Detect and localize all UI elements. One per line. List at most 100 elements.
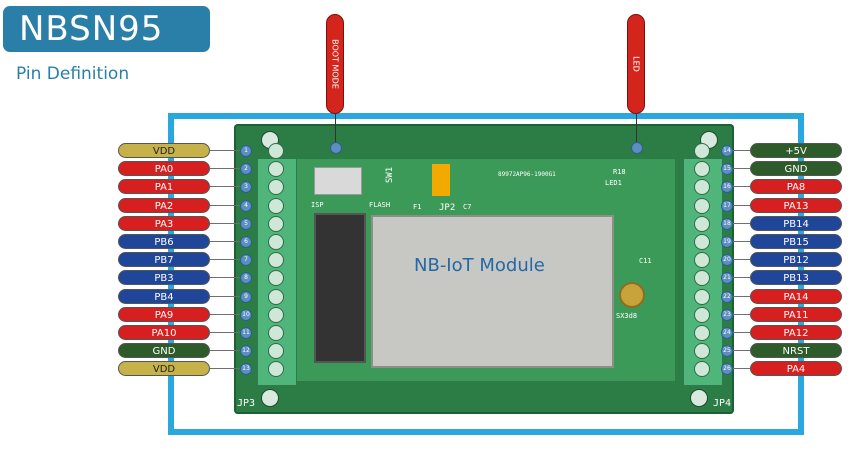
pin-label: PA9 (118, 306, 210, 322)
pin-number: 6 (240, 236, 252, 248)
pin-leader (727, 222, 750, 224)
silk-isp: ISP (311, 201, 324, 209)
pin-label: PB7 (118, 252, 210, 268)
terminal-screw (268, 143, 284, 159)
pin-leader (727, 204, 750, 206)
pin-leader (727, 186, 750, 188)
pin-leader (727, 332, 750, 333)
pin-leader (210, 368, 240, 370)
pin-label: +5V (750, 143, 842, 158)
terminal-screw (268, 288, 284, 305)
terminal-screw (268, 252, 284, 269)
terminal-screw (268, 161, 284, 178)
pin-label: VDD (118, 361, 210, 377)
pin-label: PA13 (750, 197, 842, 213)
sim-slot (314, 213, 366, 363)
callout-led-tag: LED (627, 14, 645, 114)
pin-number: 8 (240, 272, 252, 285)
pin-number: 7 (240, 254, 252, 267)
silk-jp2: JP2 (439, 203, 456, 213)
module-label: NB-IoT Module (414, 255, 545, 276)
pin-label: PA2 (118, 197, 210, 213)
pin-label: PA11 (750, 306, 842, 322)
pin-label: PB4 (118, 288, 210, 304)
silk-c11: C11 (639, 257, 652, 265)
pin-number: 3 (240, 181, 252, 194)
pin-label: PA3 (118, 215, 210, 231)
pin-number: 23 (721, 308, 733, 321)
mount-hole-bottom-left (261, 389, 279, 407)
pin-leader (727, 259, 750, 261)
pin-number: 5 (240, 217, 252, 230)
terminal-screw (268, 197, 284, 214)
title-badge: NBSN95 (3, 6, 210, 52)
pin-label: PA14 (750, 288, 842, 304)
callout-boot-label: BOOT MODE (330, 39, 340, 89)
pin-leader (727, 277, 750, 279)
pin-label: PB13 (750, 270, 842, 286)
pin-label: PB3 (118, 270, 210, 286)
silk-led1: LED1 (605, 179, 622, 187)
callout-led-label: LED (631, 56, 641, 72)
pin-label: PA12 (750, 325, 842, 340)
pin-label: PB6 (118, 234, 210, 249)
page-subtitle: Pin Definition (16, 64, 130, 84)
callout-boot-dot (330, 142, 342, 154)
callout-led-dot (631, 142, 643, 154)
page-title: NBSN95 (19, 9, 164, 49)
silk-sx3d: SX3d8 (616, 312, 638, 320)
pin-label: NRST (750, 343, 842, 359)
pin-number: 15 (721, 163, 733, 176)
pin-leader (210, 150, 240, 151)
pin-label: PA4 (750, 361, 842, 377)
terminal-screw (268, 234, 284, 250)
pin-number: 22 (721, 290, 733, 303)
terminal-screw (694, 143, 710, 159)
pin-leader (727, 295, 750, 297)
mount-hole-bottom-right (690, 389, 708, 407)
pin-leader (210, 332, 240, 333)
pin-leader (727, 150, 750, 151)
terminal-screw (694, 325, 710, 341)
pin-label: PB14 (750, 215, 842, 231)
pin-label: GND (118, 343, 210, 359)
boot-switch (314, 167, 362, 195)
pin-number: 12 (240, 345, 252, 358)
callout-led-stem (636, 114, 637, 146)
pin-leader (210, 313, 240, 315)
pin-leader (727, 313, 750, 315)
callout-boot-stem (335, 114, 336, 146)
pin-leader (210, 168, 240, 170)
pin-number: 13 (240, 363, 252, 376)
terminal-screw (268, 325, 284, 341)
terminal-screw (694, 343, 710, 360)
pin-number: 20 (721, 254, 733, 267)
terminal-screw (268, 343, 284, 360)
terminal-screw (694, 361, 710, 378)
pin-number: 2 (240, 163, 252, 176)
pin-leader (210, 204, 240, 206)
callout-boot-tag: BOOT MODE (326, 14, 344, 114)
pin-number: 25 (721, 345, 733, 358)
terminal-screw (694, 270, 710, 287)
pin-leader (727, 241, 750, 242)
terminal-screw (268, 270, 284, 287)
silk-f1: F1 (413, 203, 422, 211)
nb-iot-module (371, 215, 614, 368)
terminal-screw (694, 306, 710, 323)
pin-label: PA8 (750, 179, 842, 195)
pin-label: PB15 (750, 234, 842, 249)
pin-leader (727, 350, 750, 352)
pin-number: 17 (721, 199, 733, 212)
pin-number: 1 (240, 145, 252, 157)
jumper (432, 164, 450, 196)
pin-label: VDD (118, 143, 210, 158)
pin-number: 21 (721, 272, 733, 285)
terminal-screw (268, 215, 284, 232)
pin-number: 9 (240, 290, 252, 303)
pin-leader (210, 259, 240, 261)
pin-number: 16 (721, 181, 733, 194)
silk-sw1: SW1 (385, 166, 396, 184)
silk-r18: R18 (613, 168, 626, 176)
antenna-connector (619, 282, 645, 308)
